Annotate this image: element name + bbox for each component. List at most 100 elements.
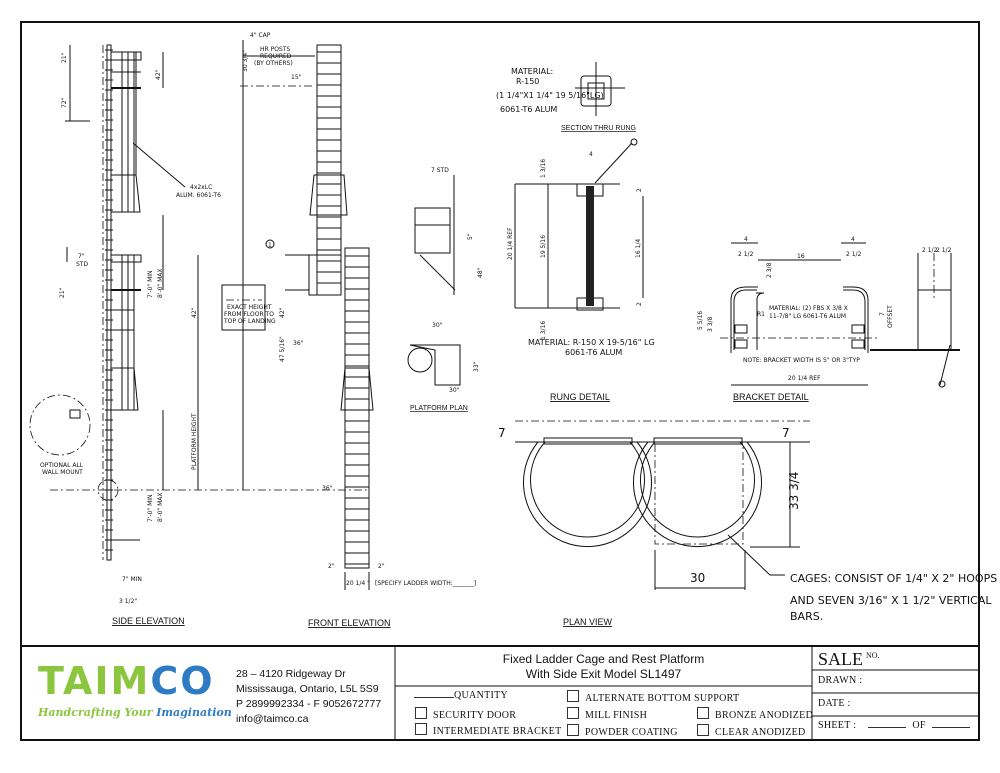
material-label: R-150 bbox=[516, 77, 539, 86]
dim-label: 42" bbox=[279, 307, 286, 318]
platform-height-label: PLATFORM HEIGHT bbox=[191, 413, 198, 470]
side-elevation-title: SIDE ELEVATION bbox=[112, 616, 185, 626]
dim-label: 19 5/16 bbox=[540, 235, 547, 258]
of-label: OF bbox=[912, 720, 926, 731]
address-line: Mississauga, Ontario, L5L 5S9 bbox=[236, 683, 379, 695]
dim-label: 7 STD bbox=[431, 167, 449, 174]
dim-label: 21" bbox=[61, 52, 68, 63]
dim-label: 2 1/2 bbox=[846, 251, 862, 258]
material-label: 6061-T6 ALUM bbox=[500, 105, 557, 114]
dim-label: 3 1/2" bbox=[119, 598, 137, 605]
quantity-field[interactable]: QUANTITY bbox=[414, 690, 508, 701]
checkbox[interactable] bbox=[415, 707, 427, 719]
checkbox[interactable] bbox=[567, 690, 579, 702]
posts-note: HR POSTS bbox=[260, 46, 290, 53]
checkbox-mill-finish[interactable]: MILL FINISH bbox=[567, 707, 647, 721]
dim-label: 5 5/16 bbox=[697, 311, 704, 330]
address-line: 28 – 4120 Ridgeway Dr bbox=[236, 668, 346, 680]
dim-label: 4 bbox=[744, 236, 748, 243]
dim-label: 2 bbox=[636, 302, 643, 306]
dim-label: 1 3/16 bbox=[540, 321, 547, 340]
option-label: SECURITY DOOR bbox=[433, 710, 517, 721]
checkbox-security-door[interactable]: SECURITY DOOR bbox=[415, 707, 516, 721]
exact-height-note: EXACT HEIGHT bbox=[227, 304, 272, 311]
side-elevation: 21" 72" 42" 7" STD 21" 7'-0" MIN 8'-0" M… bbox=[29, 44, 370, 626]
bracket-detail-title: BRACKET DETAIL bbox=[733, 392, 809, 402]
dim-label: 20 1/4 REF bbox=[788, 375, 821, 382]
dim-label: 2 1/2 bbox=[738, 251, 754, 258]
exact-height-note: TOP OF LANDING bbox=[223, 318, 276, 325]
sheet-label: SHEET : bbox=[818, 720, 857, 731]
dim-label: 1 3/16 bbox=[540, 159, 547, 178]
option-label: POWDER COATING bbox=[585, 727, 678, 738]
material-label: MATERIAL: bbox=[511, 67, 553, 76]
dim-label: 2 bbox=[636, 188, 643, 192]
option-label: CLEAR ANODIZED bbox=[715, 727, 806, 738]
dim-label: 5" bbox=[467, 233, 474, 240]
checkbox-powder-coating[interactable]: POWDER COATING bbox=[567, 724, 678, 738]
front-elevation-title: FRONT ELEVATION bbox=[308, 618, 391, 628]
section-thru-rung: MATERIAL: R-150 (1 1/4"X1 1/4" 19 5/16"L… bbox=[496, 62, 636, 132]
posts-note: REQUIRED bbox=[260, 53, 292, 60]
callout-label: ALUM. 6061-T6 bbox=[176, 192, 221, 199]
option-label: INTERMEDIATE BRACKET bbox=[433, 726, 562, 737]
dim-label: 7 bbox=[782, 426, 790, 440]
logo-wordmark: TAIMCO bbox=[38, 659, 215, 703]
dim-label: 20 1/4 " bbox=[346, 580, 370, 587]
option-label: ALTERNATE BOTTOM SUPPORT bbox=[585, 693, 740, 704]
sale-label: SALE bbox=[818, 649, 863, 669]
wall-mount-label: OPTIONAL ALL bbox=[40, 462, 84, 469]
checkbox[interactable] bbox=[415, 723, 427, 735]
drawn-label: DRAWN : bbox=[818, 675, 863, 686]
dim-label: 33" bbox=[473, 361, 480, 372]
material-label: (1 1/4"X1 1/4" 19 5/16"LG) bbox=[496, 91, 604, 100]
exact-height-note: FROM FLOOR TO bbox=[224, 311, 274, 318]
callout-label: 4x2xLC bbox=[190, 184, 212, 191]
dim-label: 36" bbox=[293, 340, 304, 347]
checkbox[interactable] bbox=[697, 707, 709, 719]
platform-plan-title: PLATFORM PLAN bbox=[410, 405, 468, 412]
dim-label: 4 bbox=[589, 151, 593, 158]
dim-label: 30" bbox=[432, 322, 443, 329]
dim-label: 2 1/2 bbox=[922, 247, 938, 254]
dim-label: 2" bbox=[328, 563, 335, 570]
checkbox-bronze-anodized[interactable]: BRONZE ANODIZED bbox=[697, 707, 813, 721]
dim-label: R1 bbox=[757, 311, 765, 318]
dim-label: 2 3/8 bbox=[766, 262, 773, 278]
dim-label: 47 5/16" bbox=[279, 336, 286, 362]
company-logo: TAIMCO Handcrafting Your Imagination bbox=[38, 662, 232, 719]
dim-label: 8'-0" MAX bbox=[157, 492, 164, 522]
date-label: DATE : bbox=[818, 698, 851, 709]
dim-label: 16 1/4 bbox=[635, 239, 642, 258]
dim-label: 30" bbox=[449, 387, 460, 394]
dim-label: 7 bbox=[498, 426, 506, 440]
dim-label: 4" CAP bbox=[250, 32, 271, 39]
dim-label: 36" bbox=[322, 485, 333, 492]
dim-label: STD bbox=[76, 261, 88, 268]
checkbox[interactable] bbox=[567, 724, 579, 736]
checkbox-alternate-bottom-support[interactable]: ALTERNATE BOTTOM SUPPORT bbox=[567, 690, 739, 704]
phone: P 2899992334 - F 9052672777 bbox=[236, 698, 382, 710]
platform-detail: 7 STD 5" 48" 30" 30" 33" PLATFORM PLAN bbox=[407, 167, 484, 412]
dim-label: 4 bbox=[851, 236, 855, 243]
checkbox[interactable] bbox=[697, 724, 709, 736]
section-title: SECTION THRU RUNG bbox=[561, 125, 636, 132]
checkbox-intermediate-bracket[interactable]: INTERMEDIATE BRACKET bbox=[415, 723, 562, 737]
dim-label: 72" bbox=[61, 97, 68, 108]
dim-label: 2" bbox=[378, 563, 385, 570]
option-label: BRONZE ANODIZED bbox=[715, 710, 814, 721]
wall-mount-label: WALL MOUNT bbox=[42, 469, 83, 476]
posts-note: (BY OTHERS) bbox=[254, 60, 293, 67]
cages-note: CAGES: CONSIST OF 1/4" X 2" HOOPS bbox=[790, 572, 997, 585]
cages-note: BARS. bbox=[790, 610, 823, 623]
dim-label: 30 bbox=[690, 571, 705, 585]
option-label: MILL FINISH bbox=[585, 710, 648, 721]
dim-label: 7" bbox=[78, 253, 85, 260]
checkbox-clear-anodized[interactable]: CLEAR ANODIZED bbox=[697, 724, 806, 738]
front-elevation: 4" CAP HR POSTS REQUIRED (BY OTHERS) 30 … bbox=[221, 32, 476, 628]
dim-label: [SPECIFY LADDER WIDTH:_______] bbox=[375, 580, 476, 587]
checkbox[interactable] bbox=[567, 707, 579, 719]
dim-label: 20 1/4 REF bbox=[507, 227, 514, 260]
